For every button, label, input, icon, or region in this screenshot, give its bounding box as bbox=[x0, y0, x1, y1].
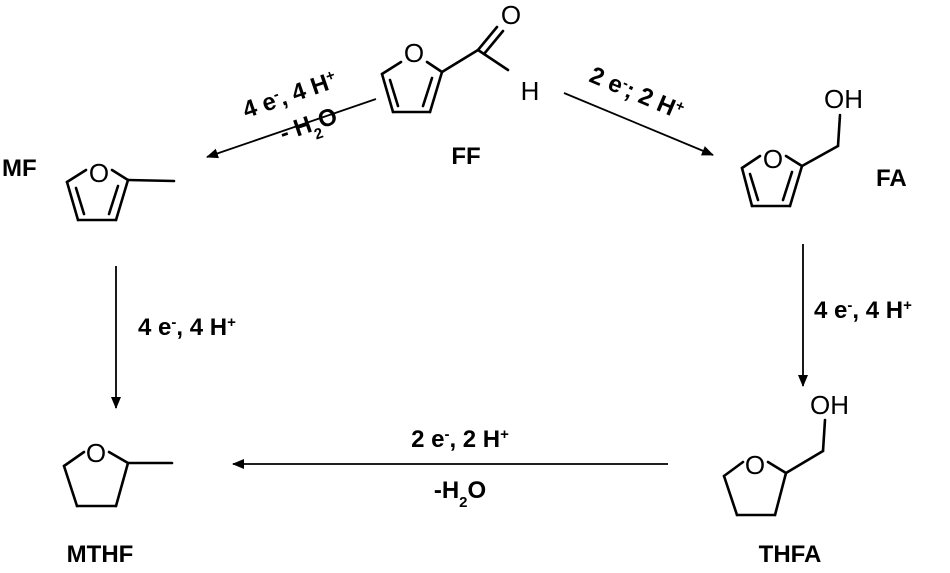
thfa-structure: O OH bbox=[722, 390, 849, 517]
ff-ring-oxygen-label: O bbox=[404, 38, 424, 68]
mf-to-mthf-reagents: 4 e-, 4 H+ bbox=[138, 314, 236, 342]
ff-carbonyl-oxygen-label: O bbox=[501, 0, 521, 30]
mthf-label: MTHF bbox=[67, 541, 134, 568]
ff-structure: O O H bbox=[380, 0, 540, 114]
mf-ring-oxygen-label: O bbox=[89, 158, 109, 188]
ff-label: FF bbox=[451, 143, 480, 170]
fa-hydroxymethyl-group bbox=[800, 113, 842, 168]
mf-methyl-bond bbox=[126, 178, 176, 183]
fa-label: FA bbox=[876, 165, 907, 192]
ff-to-fa-reagents: 2 e-; 2 H+ bbox=[586, 61, 688, 125]
fa-hydroxyl-label: OH bbox=[824, 84, 863, 114]
ff-aldehyde-hydrogen-label: H bbox=[521, 76, 540, 106]
mf-label: MF bbox=[2, 155, 37, 182]
thfa-label: THFA bbox=[759, 541, 822, 568]
thfa-ring-oxygen-label: O bbox=[745, 450, 765, 480]
fa-ring-oxygen-label: O bbox=[763, 144, 783, 174]
fa-to-thfa-reagents: 4 e-, 4 H+ bbox=[814, 297, 912, 325]
fa-structure: O OH bbox=[740, 84, 863, 208]
mthf-structure: O bbox=[62, 438, 174, 508]
thfa-hydroxyl-label: OH bbox=[810, 390, 849, 420]
ff-aldehyde-group bbox=[440, 25, 510, 74]
thfa-to-mthf-water-loss: -H2O bbox=[434, 477, 486, 511]
mf-structure: O bbox=[65, 158, 176, 222]
conditions-ff-to-mf: 4 e-, 4 H+ - H2O bbox=[239, 66, 341, 147]
mthf-ring bbox=[62, 450, 130, 508]
ff-ring bbox=[380, 60, 444, 114]
fa-ring bbox=[740, 154, 804, 208]
mthf-ring-oxygen-label: O bbox=[86, 438, 106, 468]
thfa-ring bbox=[722, 460, 788, 517]
thfa-hydroxymethyl-group bbox=[784, 418, 827, 475]
arrow-ff-to-fa bbox=[563, 92, 714, 156]
arrow-ff-to-mf bbox=[206, 98, 377, 159]
conditions-ff-to-fa: 2 e-; 2 H+ bbox=[586, 61, 688, 125]
thfa-to-mthf-reagents: 2 e-, 2 H+ bbox=[411, 426, 509, 454]
mf-ring bbox=[65, 168, 130, 222]
